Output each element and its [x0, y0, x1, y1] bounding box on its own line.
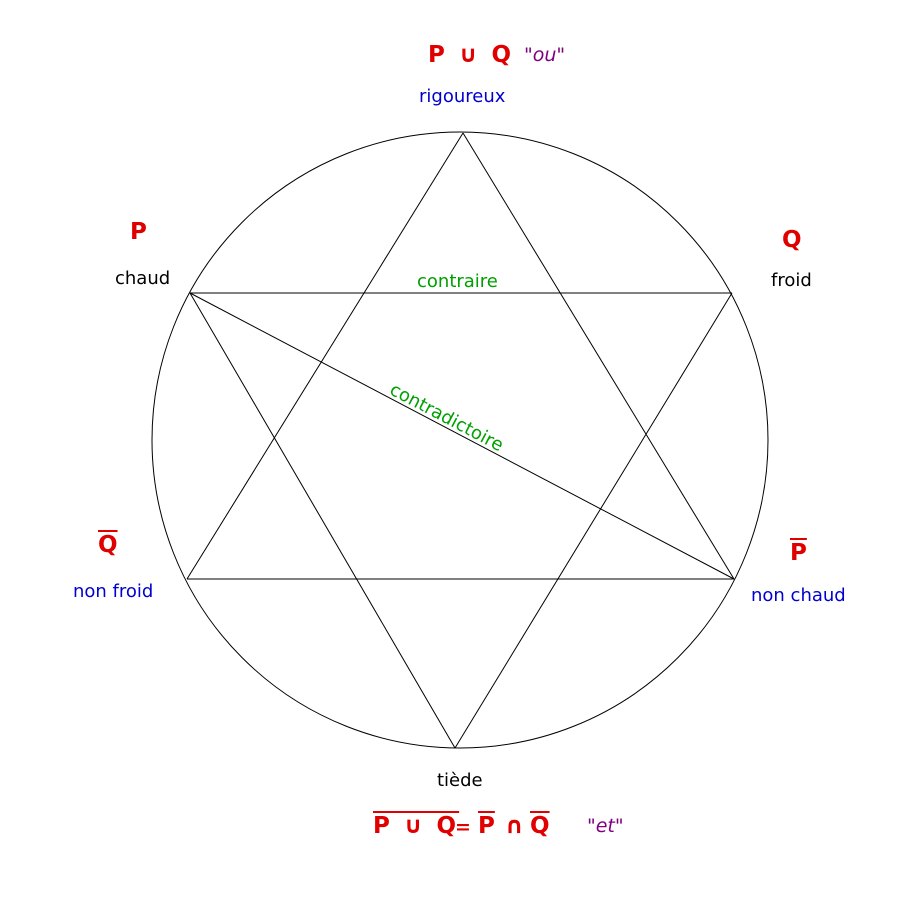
upper-left-name: chaud: [115, 268, 171, 289]
edge-upperleft-bottom: [189, 292, 456, 749]
lower-right-symbol: P: [790, 540, 807, 566]
edge-upperright-bottom: [454, 292, 733, 749]
lower-left-name: non froid: [73, 581, 154, 602]
bottom-q-bar: Q: [530, 813, 550, 839]
lower-left-symbol: Q: [98, 532, 118, 558]
upper-right-symbol: Q: [782, 227, 802, 253]
top-name: rigoureux: [419, 86, 506, 107]
bottom-equals: =: [455, 816, 471, 838]
upper-right-name: froid: [771, 270, 812, 291]
bottom-formula-left: P ∪ Q: [373, 813, 460, 839]
top-formula: P ∪ Q: [428, 42, 515, 68]
bottom-p-bar: P: [478, 813, 495, 839]
upper-left-symbol: P: [130, 219, 147, 245]
lower-right-name: non chaud: [751, 585, 846, 606]
contradictoire-line: [189, 292, 735, 580]
top-quote: "ou": [524, 44, 566, 66]
bottom-cap: ∩: [505, 813, 524, 839]
outer-circle: [151, 131, 769, 749]
contraire-label: contraire: [417, 271, 498, 292]
bottom-name: tiède: [437, 770, 483, 791]
edge-top-lowerright: [462, 132, 735, 580]
edge-top-lowerleft: [186, 132, 464, 580]
bottom-quote: "et": [587, 815, 624, 837]
